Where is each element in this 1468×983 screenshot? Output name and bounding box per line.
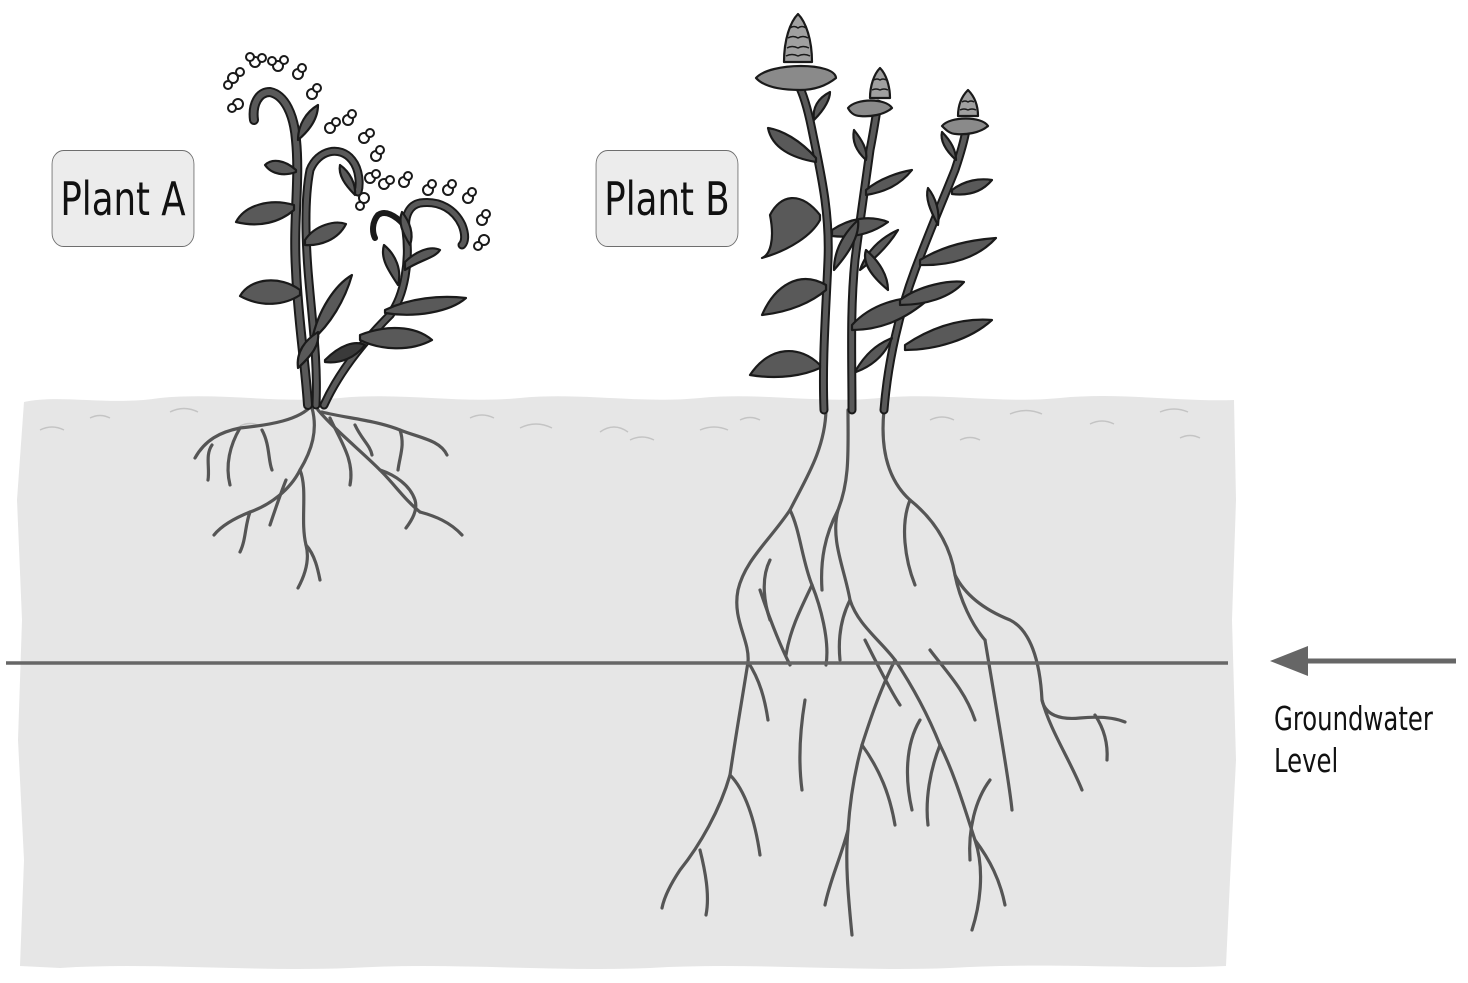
plant-a-label: Plant A [52, 150, 195, 247]
groundwater-label-line1: Groundwater [1274, 698, 1430, 740]
groundwater-level-label: Groundwater Level [1274, 698, 1430, 782]
groundwater-label-line2: Level [1274, 740, 1430, 782]
soil-block [17, 396, 1236, 969]
plant-b-label: Plant B [596, 150, 739, 247]
groundwater-arrow [1270, 646, 1456, 676]
plant-b-shoot [750, 14, 996, 410]
plant-a-shoot [236, 92, 466, 405]
